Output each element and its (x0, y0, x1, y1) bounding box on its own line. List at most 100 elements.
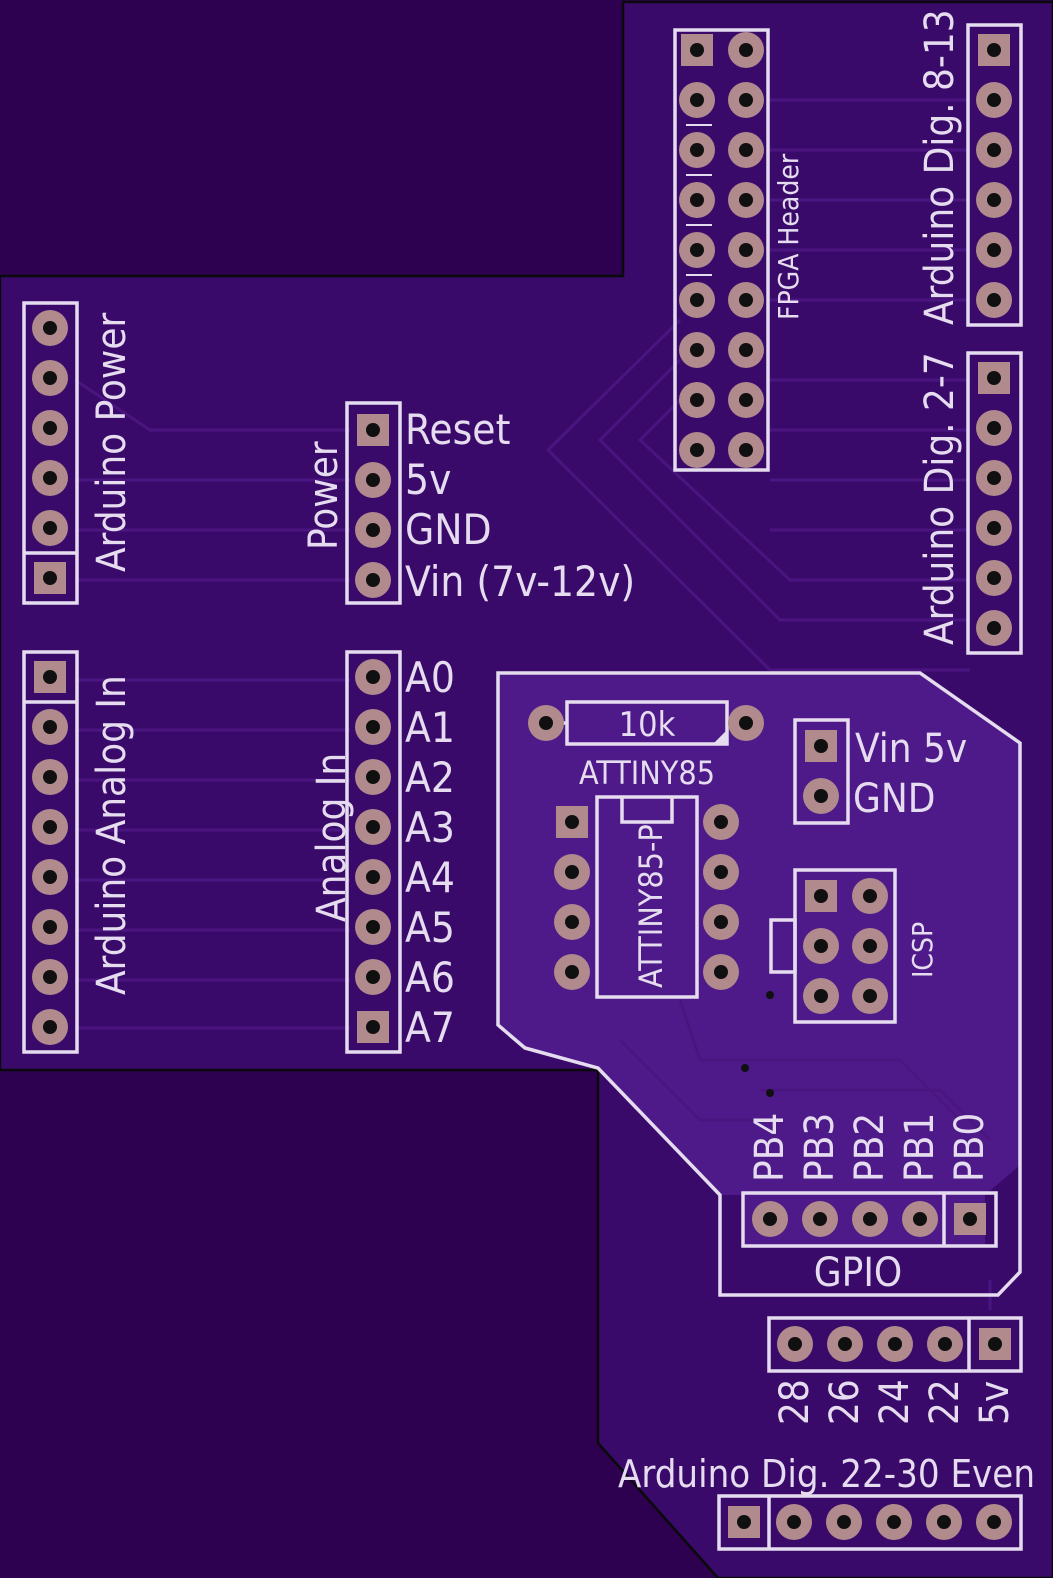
analog-in-label: Analog In (309, 753, 355, 922)
resistor-pad (728, 705, 764, 741)
gpio-pin-pb3: PB3 (797, 1113, 843, 1182)
arduino-dig-2-7-pad (976, 410, 1012, 446)
icsp-pad (803, 928, 839, 964)
arduino-dig-8-13-pad (978, 34, 1010, 66)
even-pins-bottom-pad (728, 1506, 760, 1538)
gpio-pin-pb4: PB4 (747, 1113, 793, 1182)
arduino-analog-in-pad (34, 661, 66, 693)
pads (32, 32, 1012, 1540)
arduino-dig-2-7-pad (976, 460, 1012, 496)
even-pins-top-pad (877, 1326, 913, 1362)
even-pins-top-pad (827, 1326, 863, 1362)
arduino-dig-2-7-pad (976, 610, 1012, 646)
analog-in-pad (355, 759, 391, 795)
fpga-header-pad (679, 432, 715, 468)
arduino-analog-in-pad (32, 1009, 68, 1045)
arduino-analog-in-pad (32, 859, 68, 895)
analog-in-pad (357, 1011, 389, 1043)
power-pin-5v: 5v (405, 455, 451, 504)
attiny-pad (703, 854, 739, 890)
fpga-header-pad (728, 232, 764, 268)
resistor-pad (528, 705, 564, 741)
arduino-dig-8-13-pad (976, 182, 1012, 218)
arduino-dig-8-13-pad (976, 232, 1012, 268)
even-pin-22: 22 (922, 1379, 968, 1425)
fpga-header-pad (679, 332, 715, 368)
even-pins-bottom-pad (976, 1504, 1012, 1540)
analog-in-pad (355, 709, 391, 745)
arduino-analog-in-pad (32, 909, 68, 945)
gpio-pad (902, 1201, 938, 1237)
fpga-header-pad (681, 34, 713, 66)
analog-in-pad (355, 909, 391, 945)
even-pins-bottom-pad (926, 1504, 962, 1540)
even-pins-bottom-pad (776, 1504, 812, 1540)
gpio-label: GPIO (814, 1250, 903, 1296)
icsp-pad (852, 928, 888, 964)
power-pin-vin: Vin (7v-12v) (405, 557, 635, 606)
analog-pin-a7: A7 (405, 1003, 455, 1052)
even-pin-26: 26 (822, 1379, 868, 1425)
even-pin-5v: 5v (972, 1381, 1018, 1425)
gpio-pad (852, 1201, 888, 1237)
arduino-analog-in-pad (32, 809, 68, 845)
even-pins-top-pad (927, 1326, 963, 1362)
vias (741, 991, 774, 1097)
arduino-analog-in-pad (32, 709, 68, 745)
gpio-pin-pb1: PB1 (897, 1113, 943, 1182)
even-pin-24: 24 (872, 1379, 918, 1425)
fpga-header-pad (728, 432, 764, 468)
analog-in-pad (355, 809, 391, 845)
arduino-dig-2-7-pad (978, 362, 1010, 394)
fpga-header-pad (679, 282, 715, 318)
fpga-header-pad (679, 182, 715, 218)
arduino-power-pad (34, 562, 66, 594)
attiny-pad (556, 806, 588, 838)
even-pins-bottom-pad (876, 1504, 912, 1540)
attiny-chip-label: ATTINY85-P (632, 824, 670, 988)
fpga-header-pad (679, 82, 715, 118)
gpio-pad (752, 1201, 788, 1237)
arduino-dig-8-13-label: Arduino Dig. 8-13 (917, 9, 963, 325)
attiny-pad (703, 804, 739, 840)
traces (74, 98, 992, 1310)
fpga-header-pad (728, 32, 764, 68)
analog-pin-a3: A3 (405, 803, 455, 852)
copper-pour (498, 675, 1020, 1245)
analog-pin-a1: A1 (405, 703, 455, 752)
silkscreen (22, 23, 1023, 1551)
arduino-dig-2-7-pad (976, 560, 1012, 596)
fpga-header-label: FPGA Header (772, 153, 805, 320)
analog-pin-a2: A2 (405, 753, 455, 802)
gpio-pin-pb2: PB2 (847, 1113, 893, 1182)
analog-pin-a5: A5 (405, 903, 455, 952)
arduino-dig-8-13-pad (976, 82, 1012, 118)
gpio-pad (954, 1203, 986, 1235)
vin-gnd-pad (803, 778, 839, 814)
even-pins-top-pad (979, 1328, 1011, 1360)
analog-in-pad (355, 659, 391, 695)
analog-in-pad (355, 959, 391, 995)
attiny-title-label: ATTINY85 (579, 754, 715, 792)
arduino-dig-8-13-pad (976, 132, 1012, 168)
even-pins-top-pad (777, 1326, 813, 1362)
arduino-power-pad (32, 310, 68, 346)
gnd-label: GND (853, 776, 936, 822)
power-pad (355, 512, 391, 548)
arduino-analog-in-pad (32, 759, 68, 795)
arduino-dig-22-30-label: Arduino Dig. 22-30 Even (618, 1452, 1035, 1496)
attiny-pad (554, 854, 590, 890)
arduino-dig-8-13-pad (976, 282, 1012, 318)
arduino-power-label: Arduino Power (89, 313, 135, 572)
arduino-power-pad (32, 460, 68, 496)
arduino-analog-in-label: Arduino Analog In (89, 675, 135, 995)
arduino-power-pad (32, 510, 68, 546)
power-pad (355, 562, 391, 598)
power-pad (355, 462, 391, 498)
fpga-header-pad (728, 182, 764, 218)
analog-in-pad (355, 859, 391, 895)
power-pin-gnd: GND (405, 505, 492, 554)
fpga-header-pad (728, 82, 764, 118)
icsp-pad (803, 978, 839, 1014)
even-pin-28: 28 (772, 1379, 818, 1425)
